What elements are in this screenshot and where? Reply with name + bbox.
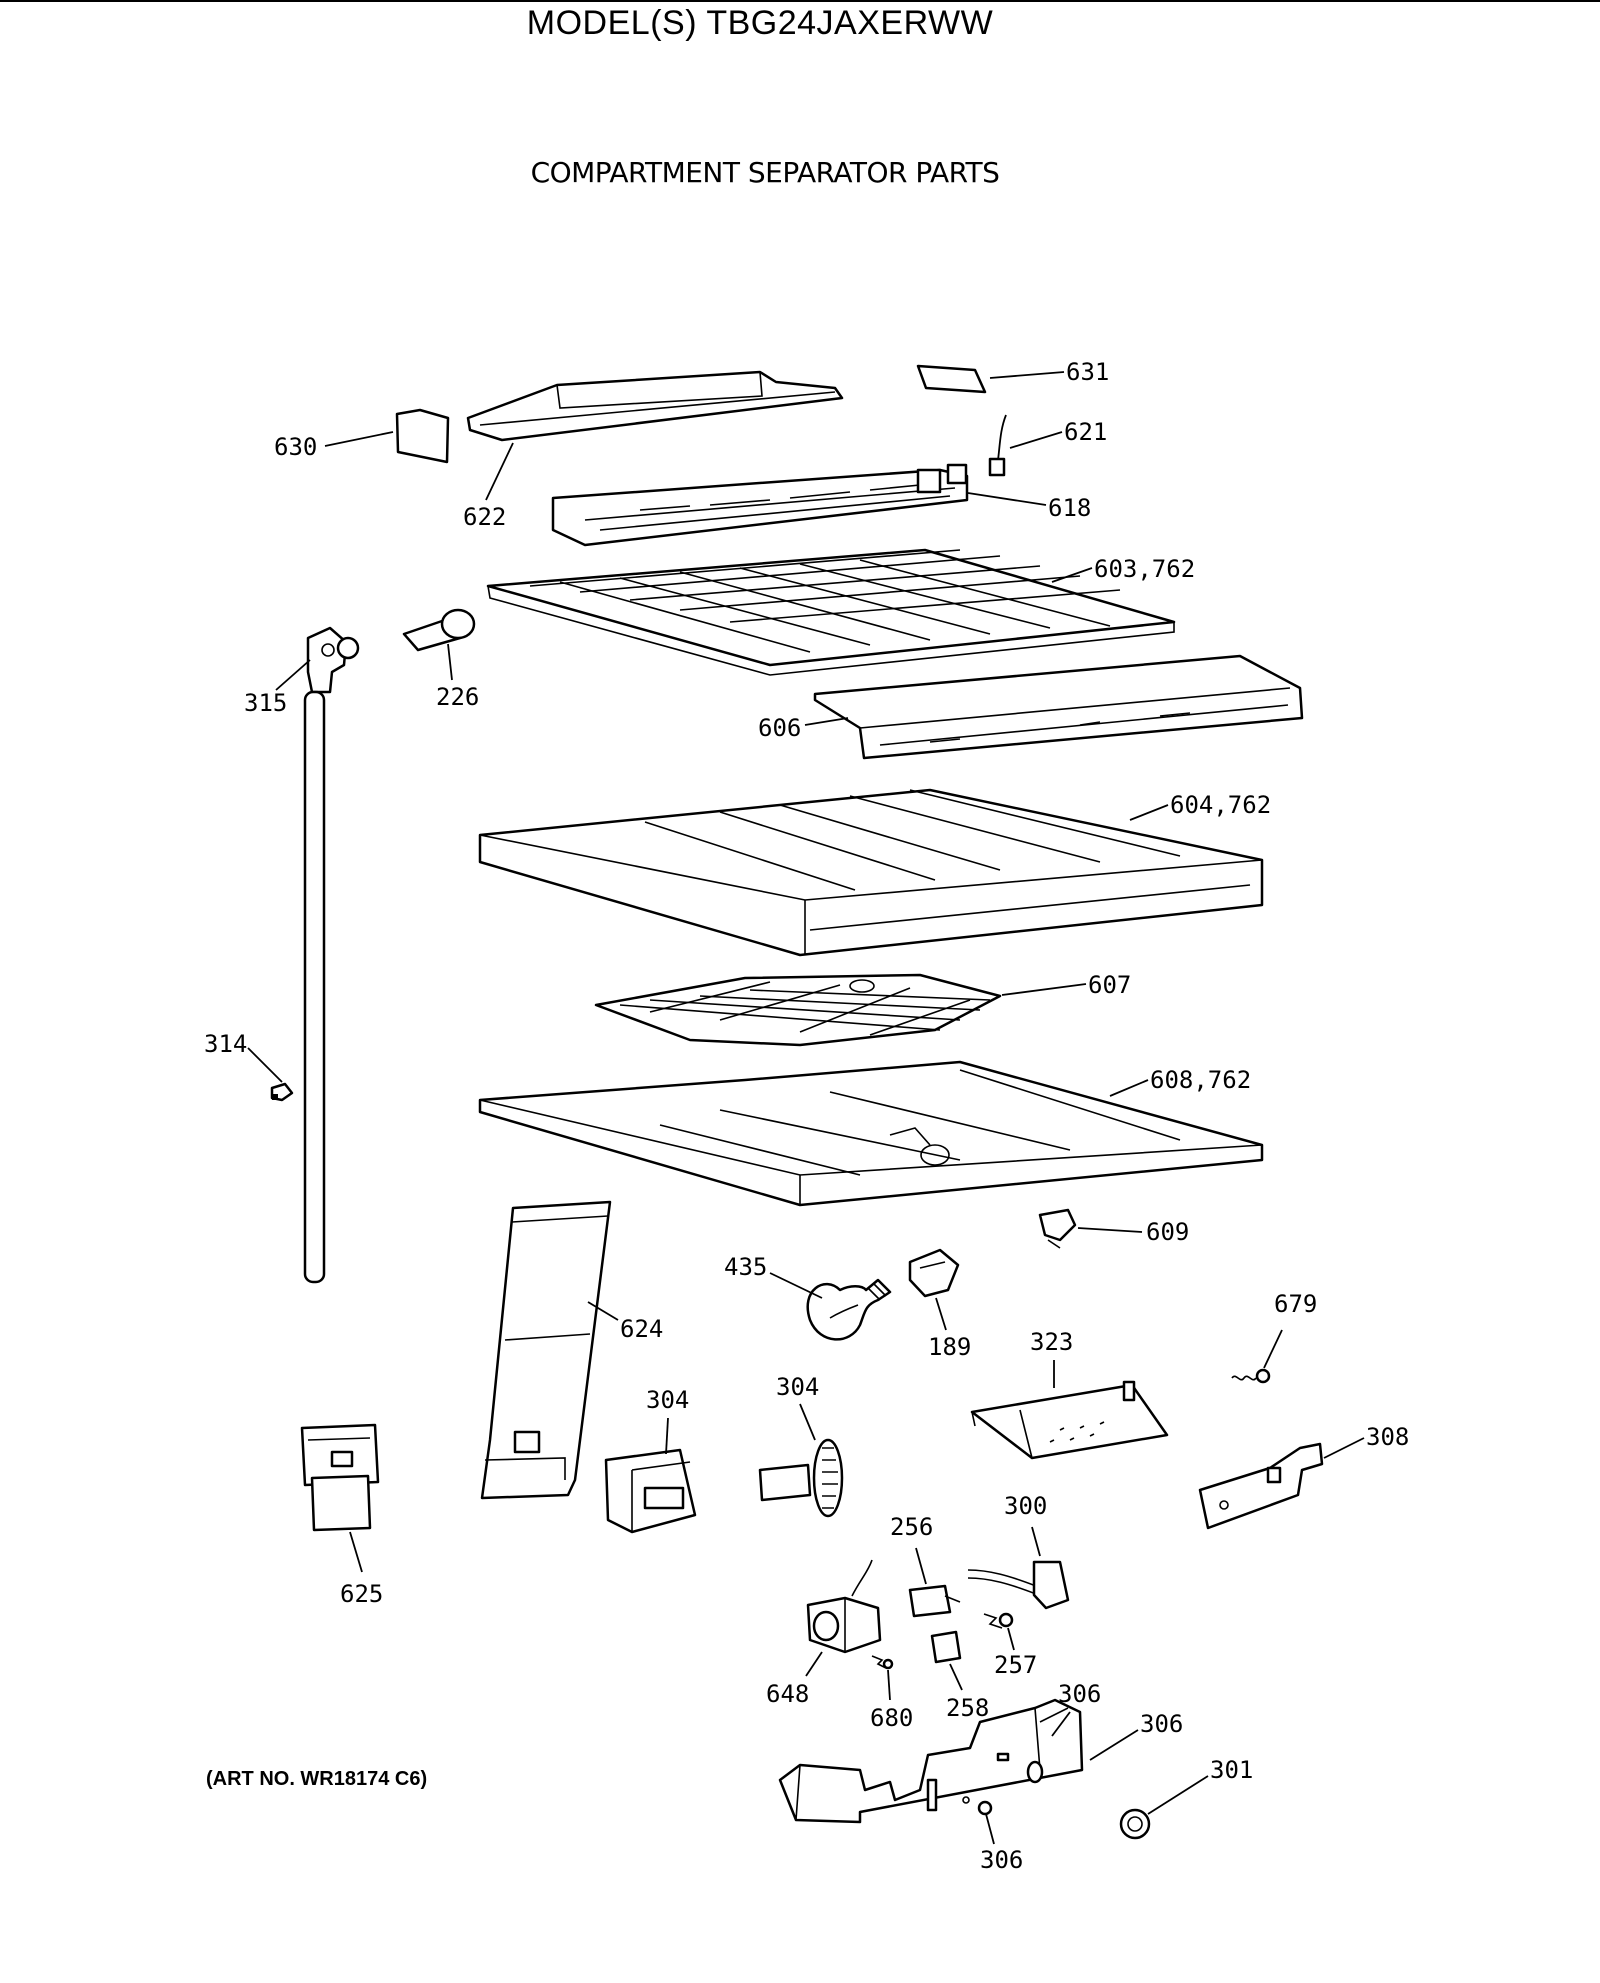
part-606-rail — [813, 654, 1304, 760]
part-258-cover — [930, 1630, 962, 1664]
part-314-clip — [270, 1082, 294, 1102]
part-625-housing — [300, 1423, 380, 1532]
callout-300: 300 — [1004, 1492, 1047, 1520]
part-304-housing-left — [604, 1448, 697, 1534]
callout-189: 189 — [928, 1333, 971, 1361]
model-title: MODEL(S) TBG24JAXERWW — [526, 4, 994, 42]
art-number: (ART NO. WR18174 C6) — [206, 1768, 428, 1790]
callout-323: 323 — [1030, 1328, 1073, 1356]
callout-622: 622 — [463, 503, 506, 531]
top-rule — [0, 0, 1600, 2]
part-315-bracket — [306, 626, 360, 694]
part-631-end-cap — [916, 364, 987, 394]
part-607-mesh — [594, 973, 1002, 1047]
part-618-housing — [551, 463, 969, 547]
part-608-pan — [478, 1060, 1264, 1207]
callout-308: 308 — [1366, 1423, 1409, 1451]
callout-607: 607 — [1088, 971, 1131, 999]
part-622-cover — [466, 370, 844, 442]
callout-306-right: 306 — [1140, 1710, 1183, 1738]
part-189-holder — [908, 1248, 960, 1298]
callout-603: 603,762 — [1094, 555, 1195, 583]
part-323-cover — [970, 1380, 1169, 1460]
part-257-screw — [983, 1612, 1014, 1629]
callout-435: 435 — [724, 1253, 767, 1281]
callout-630: 630 — [274, 433, 317, 461]
callout-618: 618 — [1048, 494, 1091, 522]
part-256-switch — [908, 1584, 961, 1618]
callout-679: 679 — [1274, 1290, 1317, 1318]
callout-314: 314 — [204, 1030, 247, 1058]
section-title: COMPARTMENT SEPARATOR PARTS — [530, 156, 1000, 189]
callout-648: 648 — [766, 1680, 809, 1708]
callout-624: 624 — [620, 1315, 663, 1343]
part-304-control — [758, 1438, 844, 1518]
part-300-switch — [967, 1560, 1070, 1610]
callout-680: 680 — [870, 1704, 913, 1732]
callout-226: 226 — [436, 683, 479, 711]
callout-258: 258 — [946, 1694, 989, 1722]
callout-606: 606 — [758, 714, 801, 742]
part-603-grille-shelf — [486, 548, 1176, 676]
callout-304-left: 304 — [646, 1386, 689, 1414]
part-624-duct — [480, 1200, 612, 1500]
callout-631: 631 — [1066, 358, 1109, 386]
part-621-wire — [988, 414, 1007, 477]
callout-306-bottom: 306 — [980, 1846, 1023, 1874]
part-680-screw — [871, 1655, 894, 1670]
part-679-screw — [1231, 1368, 1271, 1384]
callout-625: 625 — [340, 1580, 383, 1608]
callout-609: 609 — [1146, 1218, 1189, 1246]
part-314-rod — [303, 690, 326, 1284]
callout-608: 608,762 — [1150, 1066, 1251, 1094]
part-306-control-housing — [778, 1698, 1084, 1824]
callout-256: 256 — [890, 1513, 933, 1541]
callout-257: 257 — [994, 1651, 1037, 1679]
part-226-tube — [402, 608, 476, 652]
part-604-pan — [478, 788, 1264, 957]
part-630-end-cap — [395, 408, 450, 464]
part-301-knob — [1119, 1808, 1151, 1840]
part-609-socket — [1038, 1208, 1077, 1249]
callout-604: 604,762 — [1170, 791, 1271, 819]
callout-306-top: 306 — [1058, 1680, 1101, 1708]
callout-621: 621 — [1064, 418, 1107, 446]
part-435-bulb — [806, 1278, 892, 1341]
callout-315: 315 — [244, 689, 287, 717]
part-648-motor — [806, 1559, 882, 1654]
part-308-bracket — [1198, 1442, 1324, 1530]
callout-301: 301 — [1210, 1756, 1253, 1784]
callout-304-right: 304 — [776, 1373, 819, 1401]
